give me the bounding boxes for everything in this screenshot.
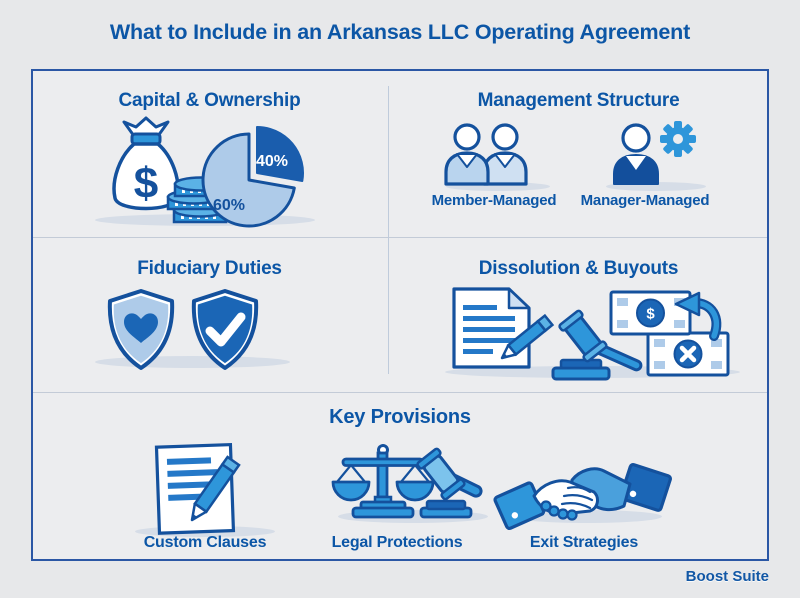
pie-chart-icon: 60% 40%	[201, 126, 304, 228]
heading-capital-ownership: Capital & Ownership	[118, 90, 301, 111]
handshake-icon	[493, 463, 672, 531]
heading-dissolution-buyouts: Dissolution & Buyouts	[478, 258, 679, 279]
manager-gear-icon	[613, 121, 696, 185]
label-legal-protections: Legal Protections	[331, 534, 463, 551]
svg-text:$: $	[646, 306, 655, 323]
page-title: What to Include in an Arkansas LLC Opera…	[109, 20, 691, 44]
document-pencil-icon	[154, 442, 241, 535]
gavel-icon	[551, 309, 643, 381]
money-bag-icon: $	[112, 116, 180, 211]
check-shield-icon	[191, 289, 259, 370]
svg-text:60%: 60%	[213, 197, 245, 214]
two-members-icon	[444, 123, 528, 186]
refund-bill-icon: $	[609, 290, 722, 341]
brand-text: Boost Suite	[685, 568, 769, 585]
label-member-managed: Member-Managed	[431, 192, 557, 209]
label-exit-strategies: Exit Strategies	[529, 534, 639, 551]
icon-shadow	[606, 182, 706, 191]
contract-pen-icon	[452, 287, 555, 369]
heading-key-provisions: Key Provisions	[329, 406, 471, 428]
divider-horizontal-2	[33, 392, 767, 393]
svg-text:$: $	[134, 159, 158, 208]
scales-gavel-icon	[331, 444, 483, 519]
label-manager-managed: Manager-Managed	[580, 192, 710, 209]
label-custom-clauses: Custom Clauses	[143, 534, 267, 551]
heading-management-structure: Management Structure	[477, 90, 680, 111]
heart-shield-icon	[107, 289, 175, 370]
divider-vertical	[388, 86, 389, 374]
icon-shadow	[446, 182, 550, 191]
divider-horizontal-1	[33, 237, 767, 238]
svg-text:40%: 40%	[256, 153, 288, 170]
heading-fiduciary-duties: Fiduciary Duties	[137, 258, 282, 279]
